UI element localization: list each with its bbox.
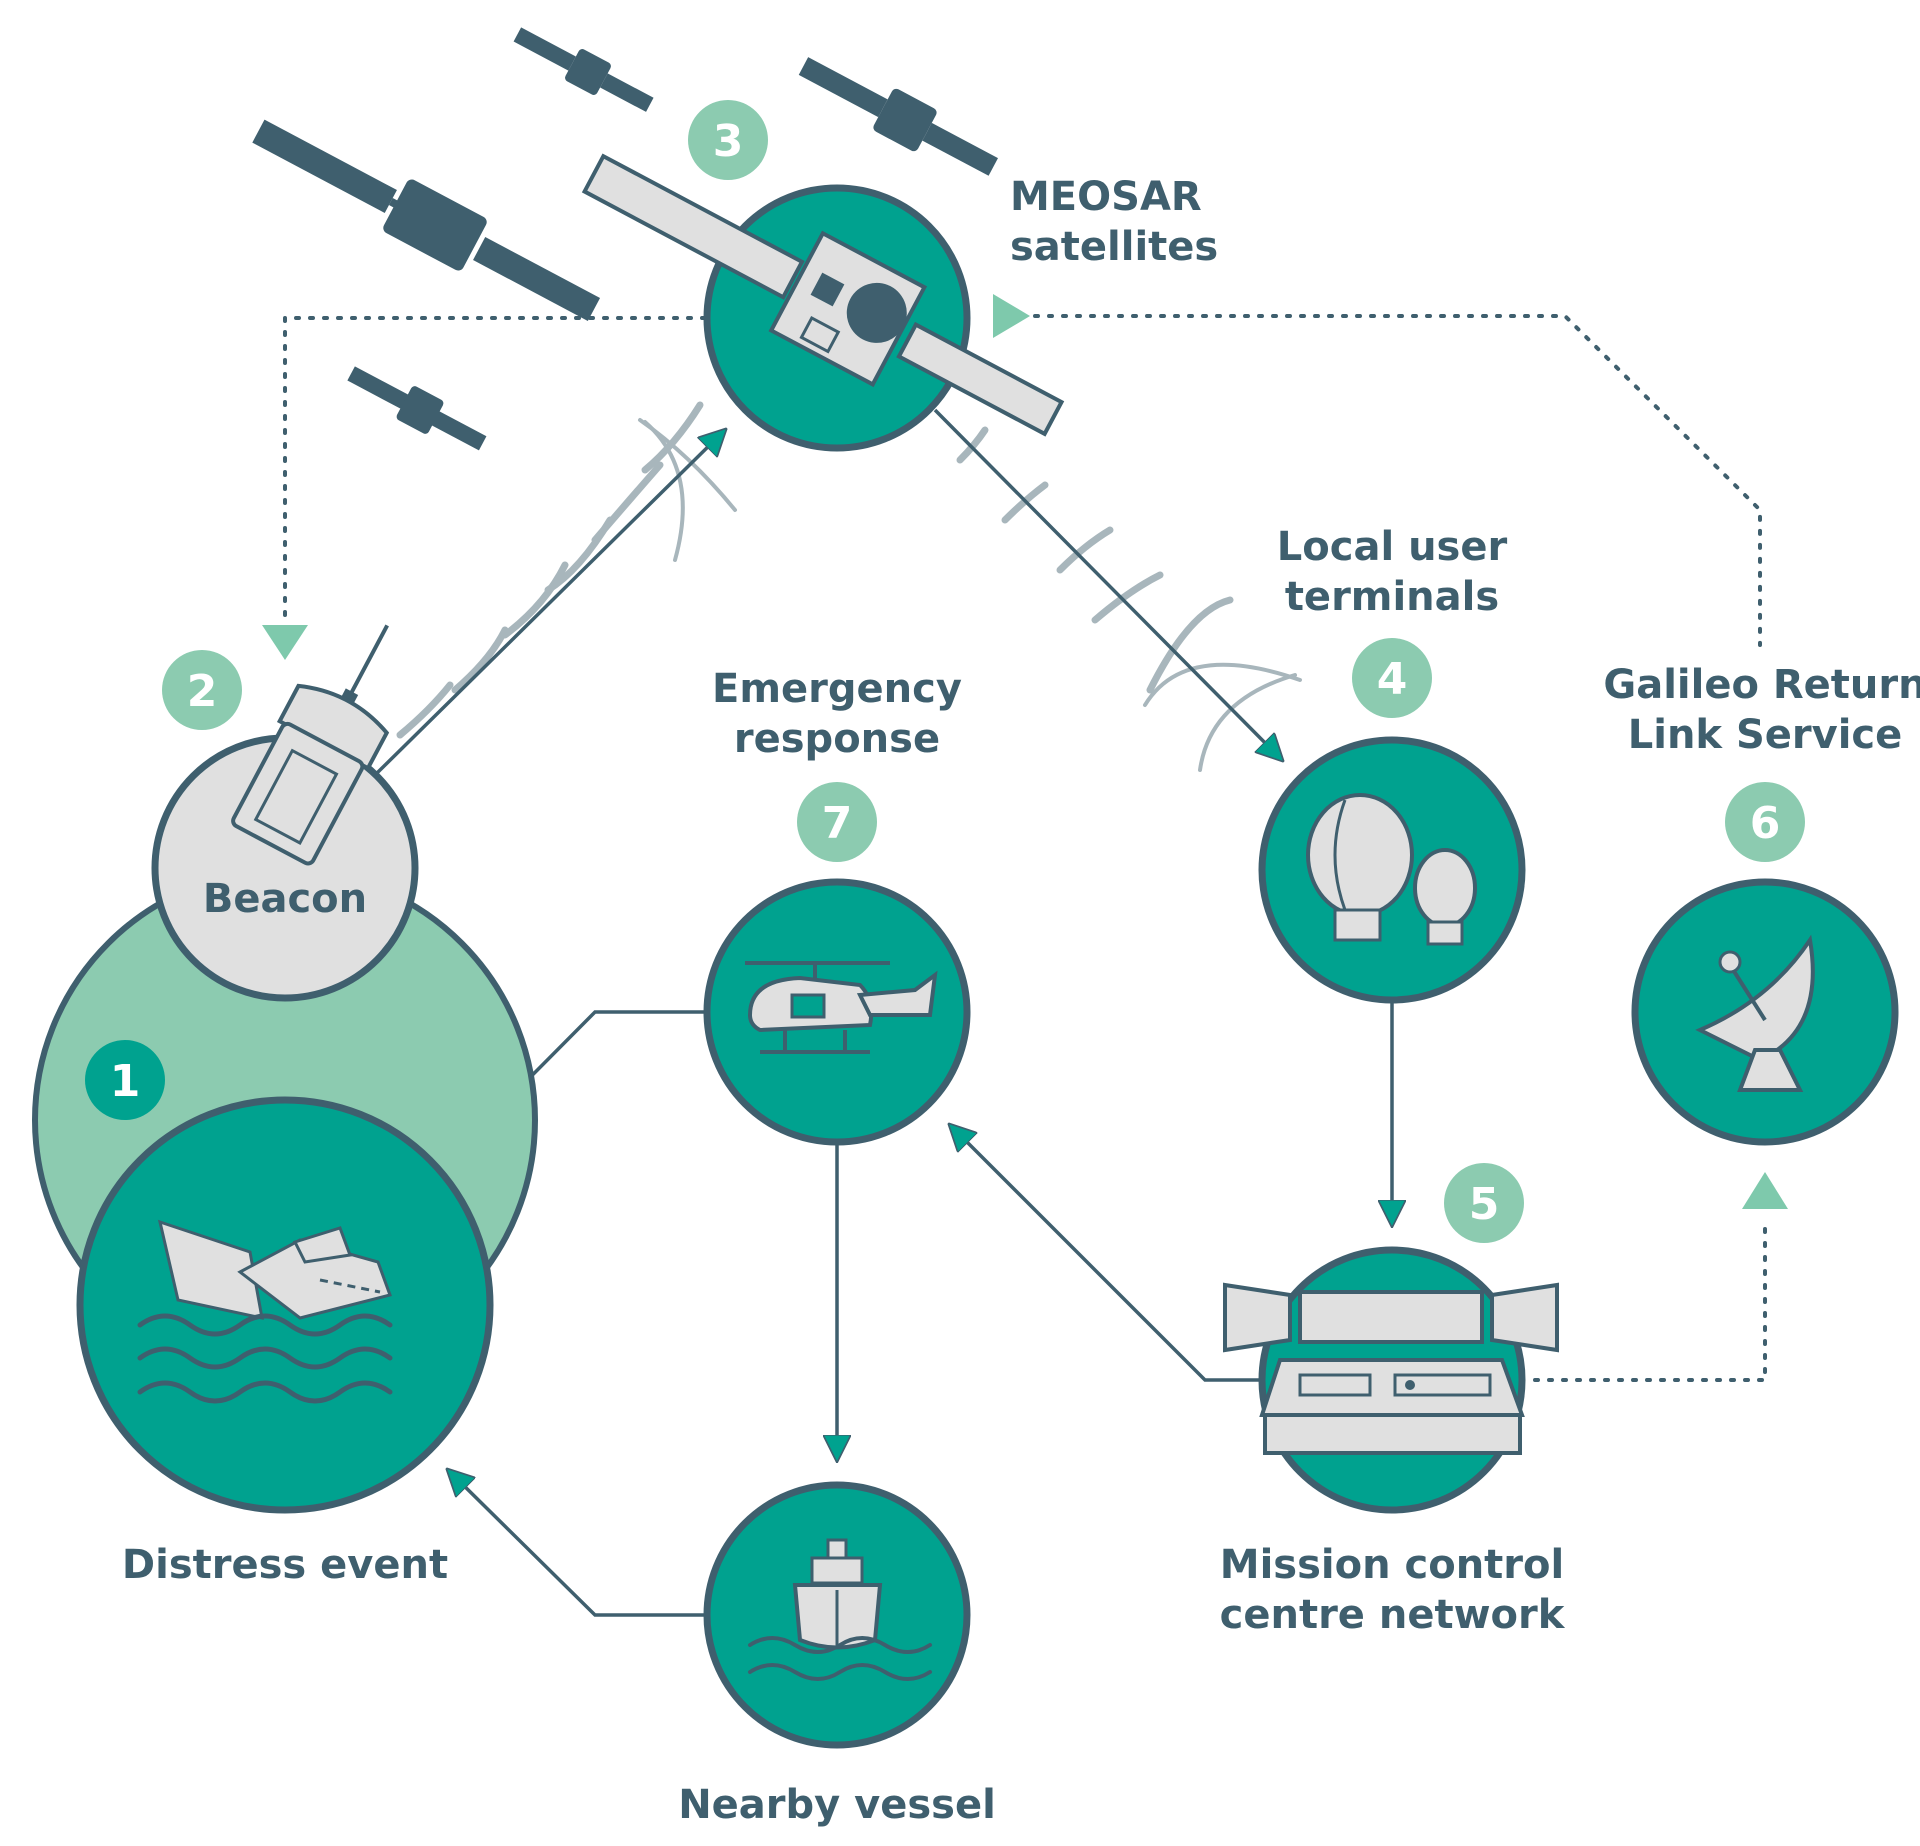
badge-7-number: 7 <box>822 798 853 849</box>
background-satellite-4 <box>347 366 487 451</box>
distress-event-label: Distress event <box>122 1542 448 1588</box>
downlink-signal-waves-thin <box>1143 662 1302 772</box>
badge-6-number: 6 <box>1750 798 1781 849</box>
badge-4 <box>1352 638 1432 718</box>
badge-5-number: 5 <box>1469 1179 1500 1230</box>
galileo-label-line1: Galileo Return <box>1603 662 1920 708</box>
emergency-label-line2: response <box>734 716 940 762</box>
terminals-label-line1: Local user <box>1277 524 1508 570</box>
meosar-label-line2: satellites <box>1010 224 1218 270</box>
badge-1 <box>85 1040 165 1120</box>
badge-5 <box>1444 1163 1524 1243</box>
beacon-icon <box>231 624 390 866</box>
control-desk-icon <box>1223 1282 1559 1455</box>
arrowhead-to-satellite <box>993 294 1030 338</box>
ground-antenna-icon <box>1306 793 1477 946</box>
badge-2 <box>162 650 242 730</box>
badge-2-number: 2 <box>187 666 218 717</box>
badge-1-number: 1 <box>110 1056 141 1107</box>
badge-3-number: 3 <box>713 116 744 167</box>
arrowhead-to-galileo <box>1742 1172 1788 1209</box>
mission-control-label-line2: centre network <box>1220 1592 1566 1638</box>
uplink-signal-waves-thin <box>638 418 737 562</box>
helicopter-icon <box>745 961 938 1054</box>
background-satellite-3 <box>798 57 998 176</box>
satellite-dish-icon <box>1695 934 1815 1092</box>
satellite-icon <box>581 153 1065 437</box>
badge-4-number: 4 <box>1377 654 1408 705</box>
vessel-icon <box>748 1538 932 1681</box>
arrow-mcc-to-emergency <box>950 1125 1262 1382</box>
arrow-satellite-to-terminals <box>933 408 1282 760</box>
arrow-vessel-to-distress <box>448 1470 708 1617</box>
meosar-label-line1: MEOSAR <box>1010 174 1202 220</box>
uplink-signal-waves <box>396 401 704 739</box>
arrowhead-to-beacon <box>262 625 308 660</box>
terminals-label-line2: terminals <box>1285 574 1499 620</box>
galileo-label-line2: Link Service <box>1628 712 1903 758</box>
nearby-vessel-label: Nearby vessel <box>678 1782 996 1828</box>
beacon-label: Beacon <box>203 876 367 922</box>
background-satellite-1 <box>252 119 601 321</box>
arrow-beacon-to-satellite <box>373 430 725 777</box>
background-satellite-2 <box>513 27 654 112</box>
badge-3 <box>688 100 768 180</box>
badge-7 <box>797 782 877 862</box>
downlink-signal-waves <box>956 426 1234 694</box>
return-link-dotted <box>283 314 1767 1382</box>
emergency-label-line1: Emergency <box>712 666 962 712</box>
mission-control-label-line1: Mission control <box>1220 1542 1564 1588</box>
sinking-ship-icon <box>137 1219 393 1404</box>
badge-6 <box>1725 782 1805 862</box>
